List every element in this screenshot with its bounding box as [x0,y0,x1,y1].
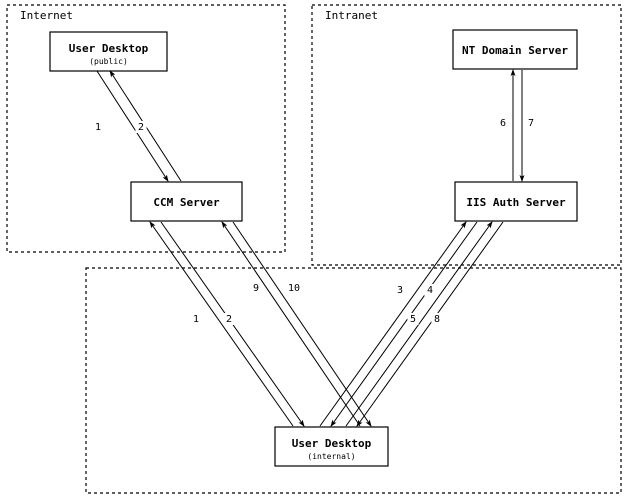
edge-label-2-edge-2b-ccm-to-internal: 2 [226,314,232,325]
edge-10-ccm-to-internal [232,221,372,427]
edge-label-bg-edge-10-ccm-to-internal [284,282,304,294]
edge-label-bg-edge-8-iis-to-internal [431,313,443,325]
edge-4-iis-to-internal [330,221,478,427]
edge-label-10-edge-10-ccm-to-internal: 10 [288,283,300,294]
edge-label-4-edge-4-iis-to-internal: 4 [427,285,433,296]
node-ccm-server[interactable]: CCM Server [130,181,243,222]
zone-boundaries: Internet Intranet [6,4,622,494]
edge-label-bg-edge-9-internal-to-ccm [250,282,262,294]
node-user-desktop-internal[interactable]: User Desktop (internal) [274,426,389,467]
edge-label-7-edge-7-nt-to-iis: 7 [528,118,534,129]
node-box-user-desktop-public[interactable] [49,31,168,72]
edge-label-bg-edge-2b-ccm-to-internal [223,313,235,325]
node-subtitle-user-desktop-public: (public) [89,57,128,66]
edge-label-bg-edge-5-internal-to-iis [407,313,419,325]
zone-boundary-intranet [311,4,622,266]
node-box-iis-auth-server[interactable] [454,181,578,222]
edge-label-bg-edge-3-internal-to-iis [394,284,406,296]
node-title-user-desktop-internal: User Desktop [292,437,372,450]
flow-edge-labels: 1 2 6 7 1 2 9 10 3 4 5 8 [92,117,537,325]
node-iis-auth-server[interactable]: IIS Auth Server [454,181,578,222]
edge-label-3-edge-3-internal-to-iis: 3 [397,285,403,296]
edge-5-internal-to-iis [345,221,493,427]
node-title-user-desktop-public: User Desktop [69,42,149,55]
edge-label-9-edge-9-internal-to-ccm: 9 [253,283,259,294]
edge-label-1-edge-1b-internal-to-ccm: 1 [193,314,199,325]
edge-9-internal-to-ccm [221,221,361,427]
node-title-ccm-server: CCM Server [153,196,220,209]
edge-label-8-edge-8-iis-to-internal: 8 [434,314,440,325]
server-nodes: User Desktop (public) CCM Server NT Domain … [49,29,578,467]
zone-label-internet: Internet [20,9,73,22]
node-title-iis-auth-server: IIS Auth Server [466,196,566,209]
edge-label-6-edge-6-iis-to-nt: 6 [500,118,506,129]
flow-edges [96,69,525,427]
zone-boundary-internet [6,4,286,253]
node-user-desktop-public[interactable]: User Desktop (public) [49,31,168,72]
edge-1b-internal-to-ccm [149,221,294,427]
edge-label-bg-edge-1b-internal-to-ccm [190,313,202,325]
edge-label-bg-edge-1-public-to-ccm [92,121,104,133]
edge-label-2-edge-2-ccm-to-public: 2 [138,122,144,133]
node-box-nt-domain-server[interactable] [452,29,578,70]
edge-3-internal-to-iis [319,221,467,427]
edge-label-bg-edge-4-iis-to-internal [424,284,436,296]
node-box-user-desktop-internal[interactable] [274,426,389,467]
zone-boundary-internal-lan [85,267,622,494]
edge-label-5-edge-5-internal-to-iis: 5 [410,314,416,325]
edge-1-public-to-ccm [96,70,169,182]
edge-8-iis-to-internal [356,221,504,427]
edge-label-bg-edge-6-iis-to-nt [497,117,509,129]
edge-label-bg-edge-2-ccm-to-public [135,121,147,133]
edge-label-bg-edge-7-nt-to-iis [525,117,537,129]
edge-label-1-edge-1-public-to-ccm: 1 [95,122,101,133]
node-nt-domain-server[interactable]: NT Domain Server [452,29,578,70]
node-box-ccm-server[interactable] [130,181,243,222]
node-subtitle-user-desktop-internal: (internal) [307,452,355,461]
zone-label-intranet: Intranet [325,9,378,22]
node-title-nt-domain-server: NT Domain Server [462,44,568,57]
